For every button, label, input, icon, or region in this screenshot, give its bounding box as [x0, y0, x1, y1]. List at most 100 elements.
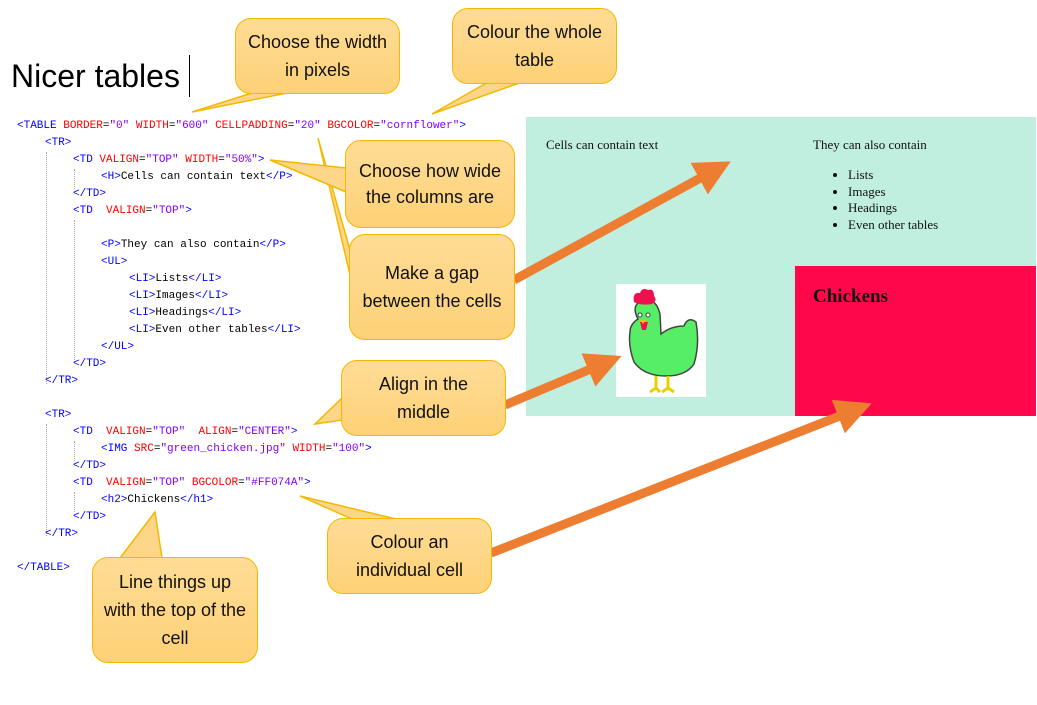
- code-token: BORDER: [63, 120, 103, 132]
- code-token: >: [257, 154, 265, 166]
- indent-guide: [46, 424, 47, 536]
- callout-gap-cells: Make a gap between the cells: [349, 234, 515, 340]
- code-token: =: [102, 120, 110, 132]
- code-line: </TD>: [17, 186, 466, 203]
- code-line: <LI>Lists</LI>: [17, 271, 466, 288]
- code-token: Chickens: [127, 494, 181, 506]
- page-title: Nicer tables: [11, 58, 180, 94]
- code-token: <TR>: [45, 409, 72, 421]
- callout-tail: [118, 510, 163, 559]
- code-token: Cells can contain text: [120, 171, 267, 183]
- code-token: </LI>: [195, 290, 229, 302]
- code-line: </TR>: [17, 526, 466, 543]
- code-token: <TD: [73, 154, 100, 166]
- callout-colour-cell: Colour an individual cell: [327, 518, 492, 594]
- code-token: </TABLE>: [17, 562, 70, 574]
- code-token: "TOP": [152, 426, 186, 438]
- callout-valign-top: Line things up with the top of the cell: [92, 557, 258, 663]
- callout-width-pixels: Choose the width in pixels: [235, 18, 400, 94]
- code-token: >: [365, 443, 372, 455]
- list-item: Lists: [848, 167, 938, 184]
- code-token: Headings: [155, 307, 209, 319]
- code-token: They can also contain: [120, 239, 260, 251]
- code-token: VALIGN: [106, 477, 146, 489]
- code-line: <LI>Headings</LI>: [17, 305, 466, 322]
- code-line: <TR>: [17, 135, 466, 152]
- code-token: WIDTH: [285, 443, 326, 455]
- code-token: BGCOLOR: [185, 477, 239, 489]
- code-token: "CENTER": [238, 426, 291, 438]
- coloured-cell: Chickens: [795, 266, 1036, 416]
- code-token: =: [145, 477, 153, 489]
- code-token: CELLPADDING: [208, 120, 288, 132]
- code-token: "50%": [224, 154, 258, 166]
- code-token: </LI>: [188, 273, 222, 285]
- code-token: </TR>: [45, 375, 79, 387]
- code-token: VALIGN: [106, 426, 146, 438]
- cell-text: They can also contain: [813, 137, 927, 152]
- code-token: <LI>: [129, 324, 156, 336]
- code-token: <TD: [73, 426, 107, 438]
- code-token: Images: [155, 290, 196, 302]
- code-token: =: [153, 443, 161, 455]
- list-item: Images: [848, 184, 938, 201]
- code-token: "20": [294, 120, 321, 132]
- list-item: Headings: [848, 200, 938, 217]
- arrow-icon: [511, 161, 731, 284]
- code-token: </TD>: [73, 188, 107, 200]
- list-item: Even other tables: [848, 217, 938, 234]
- code-line: <TABLE BORDER="0" WIDTH="600" CELLPADDIN…: [17, 118, 466, 135]
- code-token: =: [325, 443, 333, 455]
- chicken-image: [616, 284, 706, 397]
- indent-guide: [46, 152, 47, 384]
- code-line: <TR>: [17, 407, 466, 424]
- code-token: <LI>: [129, 290, 156, 302]
- code-token: >: [290, 426, 298, 438]
- code-token: </LI>: [267, 324, 301, 336]
- callout-colour-table: Colour the whole table: [452, 8, 617, 84]
- callout-tail: [191, 91, 293, 113]
- code-token: <h2>: [101, 494, 128, 506]
- code-token: </TD>: [73, 460, 107, 472]
- code-token: <TD: [73, 205, 107, 217]
- text-cursor: [189, 55, 190, 97]
- code-token: <LI>: [129, 307, 156, 319]
- callout-align-middle: Align in the middle: [341, 360, 506, 436]
- code-line: <H>Cells can contain text</P>: [17, 169, 466, 186]
- code-line: <TD VALIGN="TOP" ALIGN="CENTER">: [17, 424, 466, 441]
- code-token: "100": [332, 443, 366, 455]
- callout-tail: [269, 159, 347, 194]
- code-token: =: [168, 120, 176, 132]
- html-code-listing: <TABLE BORDER="0" WIDTH="600" CELLPADDIN…: [17, 118, 466, 577]
- code-token: <TR>: [45, 137, 72, 149]
- code-token: "TOP": [152, 477, 186, 489]
- code-token: </h1>: [180, 494, 214, 506]
- code-token: <P>: [101, 239, 121, 251]
- code-token: "600": [175, 120, 209, 132]
- code-token: </P>: [266, 171, 293, 183]
- preview-list: Lists Images Headings Even other tables: [830, 167, 938, 233]
- code-line: <h2>Chickens</h1>: [17, 492, 466, 509]
- code-token: WIDTH: [129, 120, 169, 132]
- code-line: <TD VALIGN="TOP" WIDTH="50%">: [17, 152, 466, 169]
- code-token: BGCOLOR: [320, 120, 374, 132]
- code-token: =: [218, 154, 225, 166]
- indent-guide: [74, 220, 75, 360]
- code-token: "TOP": [152, 205, 186, 217]
- code-token: </TD>: [73, 511, 107, 523]
- code-token: </TR>: [45, 528, 79, 540]
- code-token: "cornflower": [380, 120, 460, 132]
- code-token: >: [459, 120, 466, 132]
- code-token: "green_chicken.jpg": [160, 443, 286, 455]
- code-token: <IMG: [101, 443, 135, 455]
- cell-text: Cells can contain text: [546, 137, 659, 152]
- code-token: Lists: [155, 273, 189, 285]
- code-line: <TD VALIGN="TOP" BGCOLOR="#FF074A">: [17, 475, 466, 492]
- callout-column-width: Choose how wide the columns are: [345, 140, 515, 228]
- code-token: =: [231, 426, 239, 438]
- code-line: </TABLE>: [17, 560, 466, 577]
- code-token: VALIGN: [106, 205, 146, 217]
- indent-guide: [74, 169, 75, 189]
- code-line: </TD>: [17, 509, 466, 526]
- code-token: =: [373, 120, 381, 132]
